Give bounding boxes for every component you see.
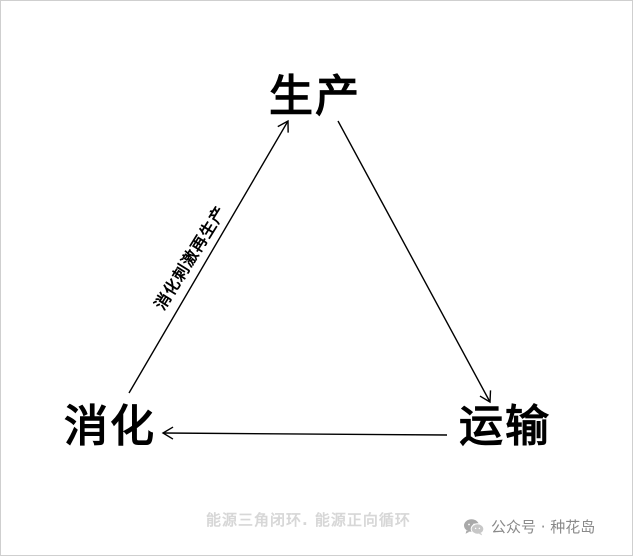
watermark-text: 公众号 · 种花岛 <box>491 518 596 536</box>
node-transport: 运输 <box>459 401 551 452</box>
edge-top-to-right <box>337 120 492 404</box>
wechat-icon <box>464 518 485 535</box>
caption: 能源三角闭环. 能源正向循环 <box>206 511 411 529</box>
watermark: 公众号 · 种花岛 <box>463 516 595 537</box>
node-consumption: 消化 <box>64 401 156 452</box>
edge-right-to-left <box>161 426 448 440</box>
node-production: 生产 <box>269 71 361 122</box>
edge-left-to-top <box>128 119 289 394</box>
